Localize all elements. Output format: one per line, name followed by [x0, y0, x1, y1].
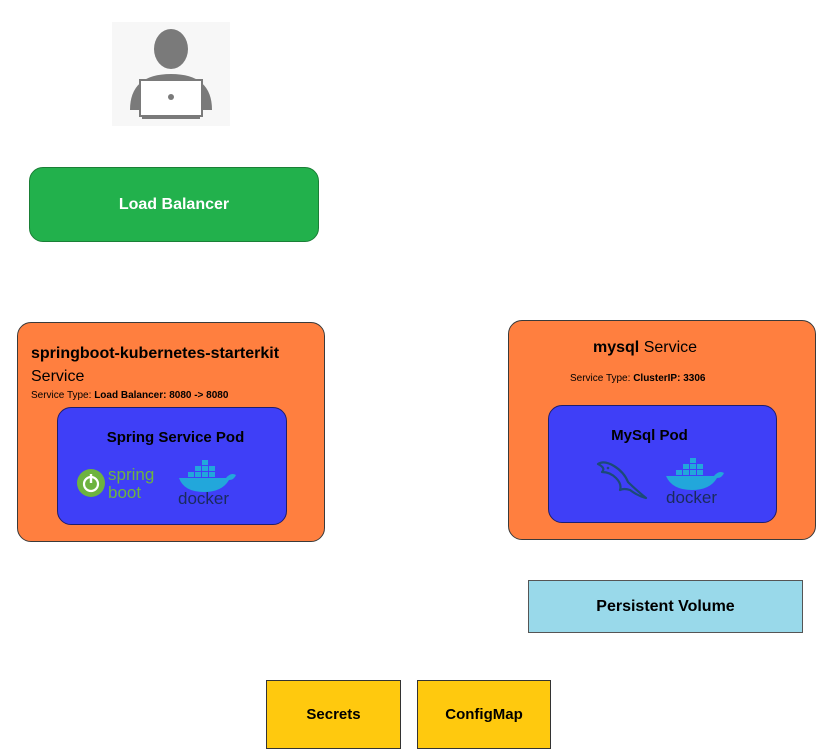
- mysql-service-type: Service Type: ClusterIP: 3306: [570, 373, 705, 384]
- spring-boot-logo: spring boot: [76, 463, 160, 503]
- persistent-volume-label: Persistent Volume: [596, 597, 735, 615]
- mysql-service-type-value: ClusterIP: 3306: [633, 373, 706, 384]
- docker-logo-text-mysql: docker: [666, 488, 717, 505]
- mysql-service-title: mysql Service: [593, 339, 697, 357]
- mysql-dolphin-icon: [594, 458, 650, 502]
- spring-service-type-value: Load Balancer: 8080 -> 8080: [94, 390, 229, 401]
- docker-logo-spring: docker: [174, 458, 240, 508]
- spring-pod-label: Spring Service Pod: [106, 429, 245, 446]
- spring-logo-text: spring: [108, 465, 154, 484]
- secrets-label: Secrets: [306, 706, 361, 723]
- mysql-service-suffix: Service: [643, 339, 698, 356]
- user-laptop-icon: [112, 22, 230, 126]
- mysql-service-type-prefix: Service Type:: [570, 373, 631, 384]
- spring-service-type-prefix: Service Type:: [31, 390, 92, 401]
- boot-logo-text: boot: [108, 483, 141, 502]
- spring-service-suffix: Service: [31, 368, 85, 385]
- configmap-box: ConfigMap: [417, 680, 551, 749]
- persistent-volume-box: Persistent Volume: [528, 580, 803, 633]
- mysql-pod-box: [548, 405, 777, 523]
- load-balancer-box: Load Balancer: [29, 167, 319, 242]
- spring-service-name: springboot-kubernetes-starterkit: [31, 345, 280, 362]
- load-balancer-label: Load Balancer: [118, 195, 230, 213]
- mysql-service-name: mysql: [593, 339, 640, 356]
- docker-logo-mysql: docker: [660, 455, 730, 507]
- spring-pod-box: [57, 407, 287, 525]
- docker-logo-text-spring: docker: [178, 489, 229, 506]
- configmap-label: ConfigMap: [445, 706, 523, 723]
- secrets-box: Secrets: [266, 680, 401, 749]
- spring-service-type: Service Type: Load Balancer: 8080 -> 808…: [31, 390, 228, 401]
- mysql-pod-label: MySql Pod: [611, 427, 688, 444]
